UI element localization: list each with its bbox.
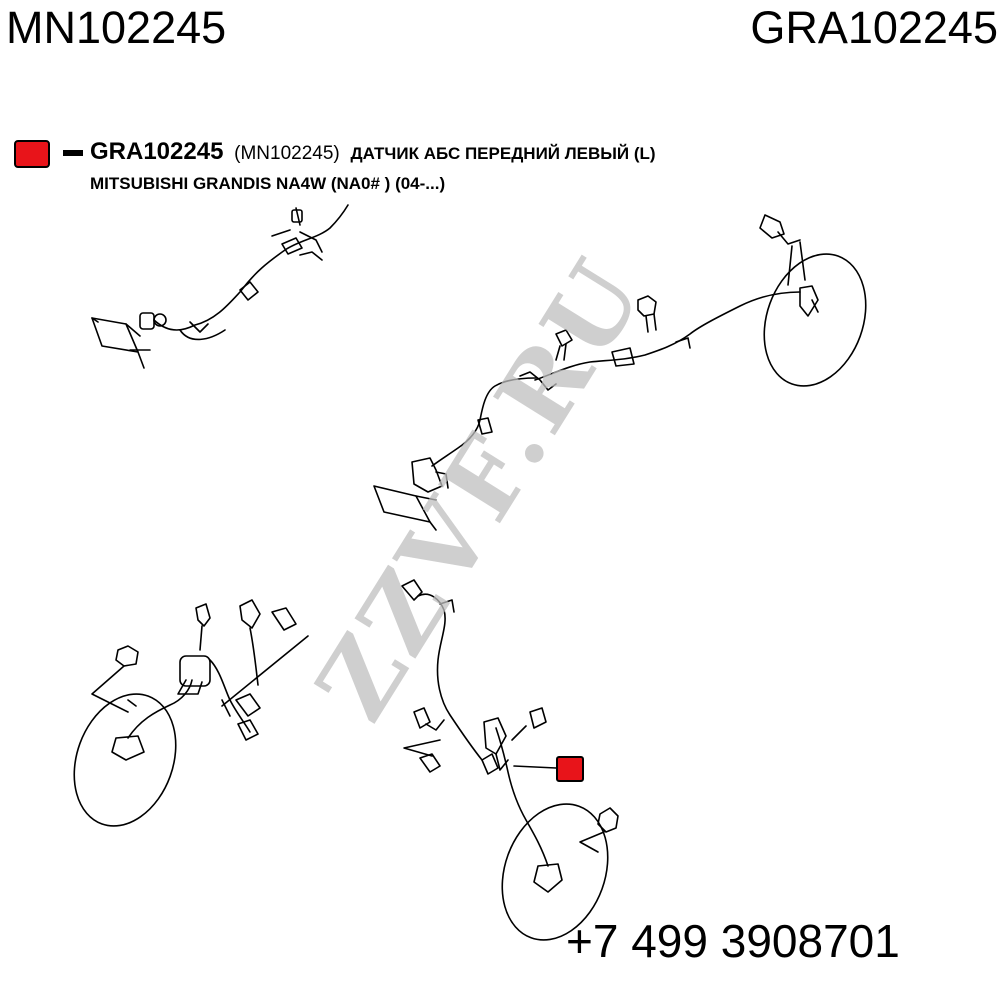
legend-oem-number: (MN102245) (234, 143, 340, 164)
part-number: GRA102245 (750, 2, 998, 53)
oem-number: MN102245 (6, 2, 227, 53)
legend-line-1: GRA102245 (MN102245) ДАТЧИК АБС ПЕРЕДНИЙ… (90, 138, 656, 166)
front-harness-left (401, 579, 619, 941)
highlight-swatch (14, 140, 50, 168)
highlight-marker (556, 756, 584, 782)
legend-dash (63, 150, 83, 156)
rear-harness-left (91, 204, 349, 369)
legend-part-number: GRA102245 (90, 138, 224, 165)
front-harness-right (73, 599, 309, 827)
legend-vehicle: MITSUBISHI GRANDIS NA4W (NA0# ) (04-...) (90, 174, 446, 193)
rear-harness-right (373, 214, 867, 531)
phone-number: +7 499 3908701 (566, 915, 900, 967)
legend-description: ДАТЧИК АБС ПЕРЕДНИЙ ЛЕВЫЙ (L) (350, 144, 656, 163)
